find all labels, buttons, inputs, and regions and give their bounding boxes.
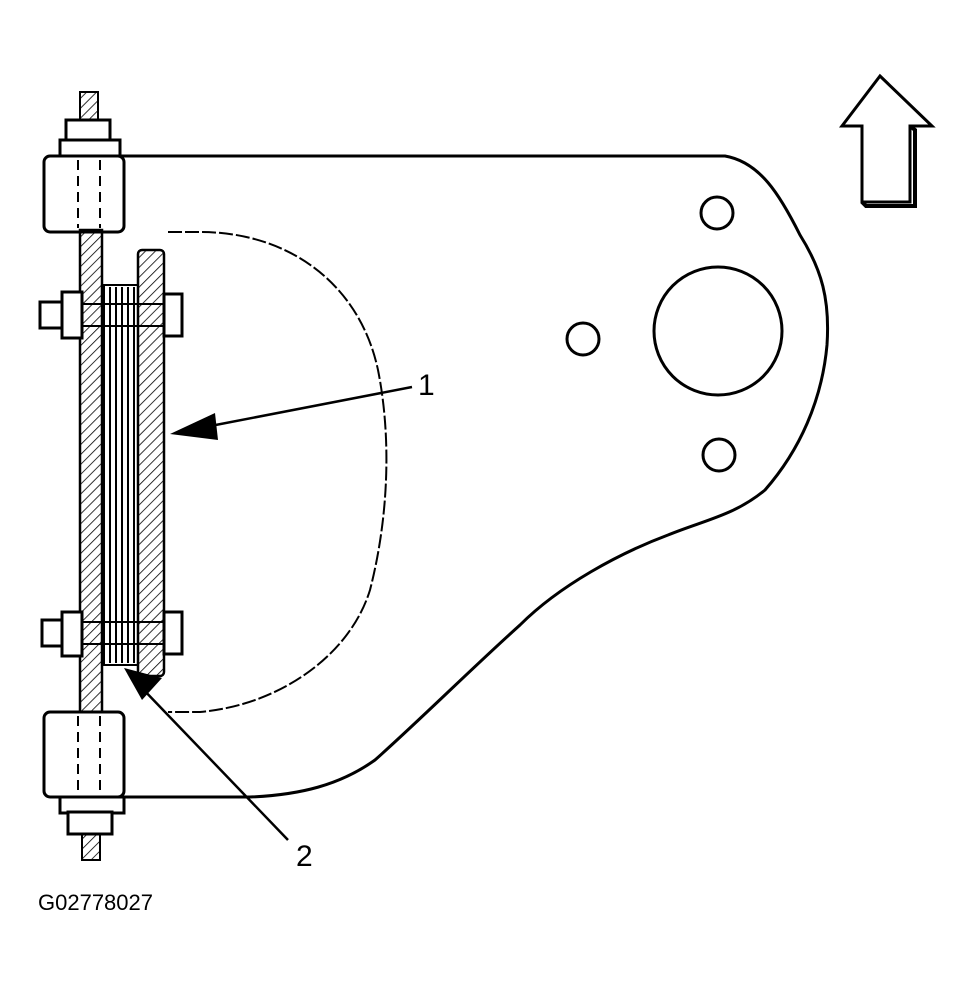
mounting-hole-bottom (701, 437, 737, 473)
arrow-up-icon (838, 73, 936, 208)
frame-bracket (136, 248, 166, 678)
upper-stud (79, 91, 99, 123)
control-arm-outline (120, 154, 830, 799)
lower-nut (66, 810, 114, 836)
mounting-hole-left (565, 321, 601, 357)
figure-id: G02778027 (38, 890, 153, 915)
callout-2-arrowhead (124, 668, 162, 700)
mounting-hole-top (699, 195, 735, 231)
callout-2-leader (139, 685, 289, 841)
callout-1-leader (199, 385, 413, 430)
inner-cutout (168, 231, 388, 713)
lower-mounting-bolt (40, 610, 184, 658)
upper-bushing-sleeve (42, 154, 126, 234)
callout-1-label: 1 (418, 369, 435, 402)
lower-bushing-sleeve (42, 710, 126, 799)
callout-1-arrowhead (170, 413, 218, 440)
shim-pack (103, 284, 139, 666)
ball-joint-bore (652, 265, 784, 397)
upper-mounting-bolt (38, 290, 184, 340)
lower-stud (81, 833, 101, 861)
callout-2-label: 2 (296, 840, 313, 873)
upper-washer (58, 138, 122, 158)
pivot-shaft (78, 228, 104, 714)
